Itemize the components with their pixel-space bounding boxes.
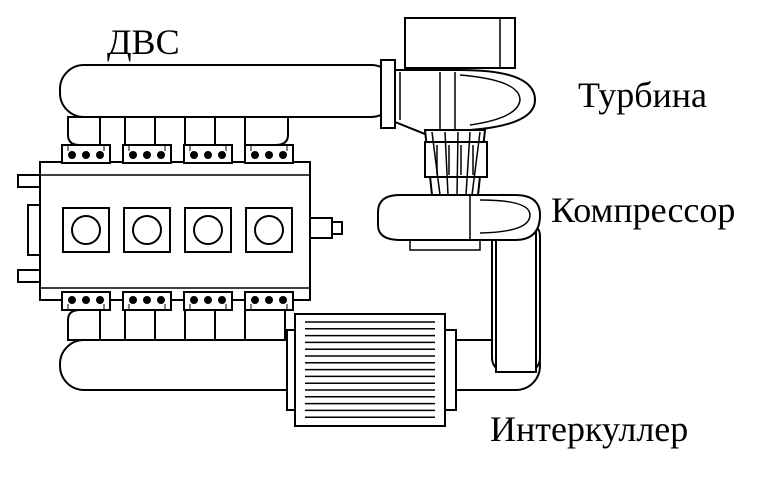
turbine-label: Турбина [578, 75, 708, 115]
lower-valves [61, 291, 294, 311]
intercooler [286, 313, 457, 427]
engine-label: ДВС [107, 22, 180, 62]
intercooler-label: Интеркуллер [490, 409, 689, 449]
exhaust-manifold-pipe [59, 59, 396, 129]
engine-block [17, 161, 343, 301]
compressor-to-intercooler-pipe [491, 221, 541, 373]
upper-runners [67, 116, 289, 146]
turbo-shaft [423, 129, 488, 196]
upper-valves [61, 144, 294, 164]
turbine [394, 17, 537, 142]
lower-runners [67, 309, 286, 341]
compressor-label: Компрессор [551, 190, 736, 230]
compressor [377, 194, 542, 251]
